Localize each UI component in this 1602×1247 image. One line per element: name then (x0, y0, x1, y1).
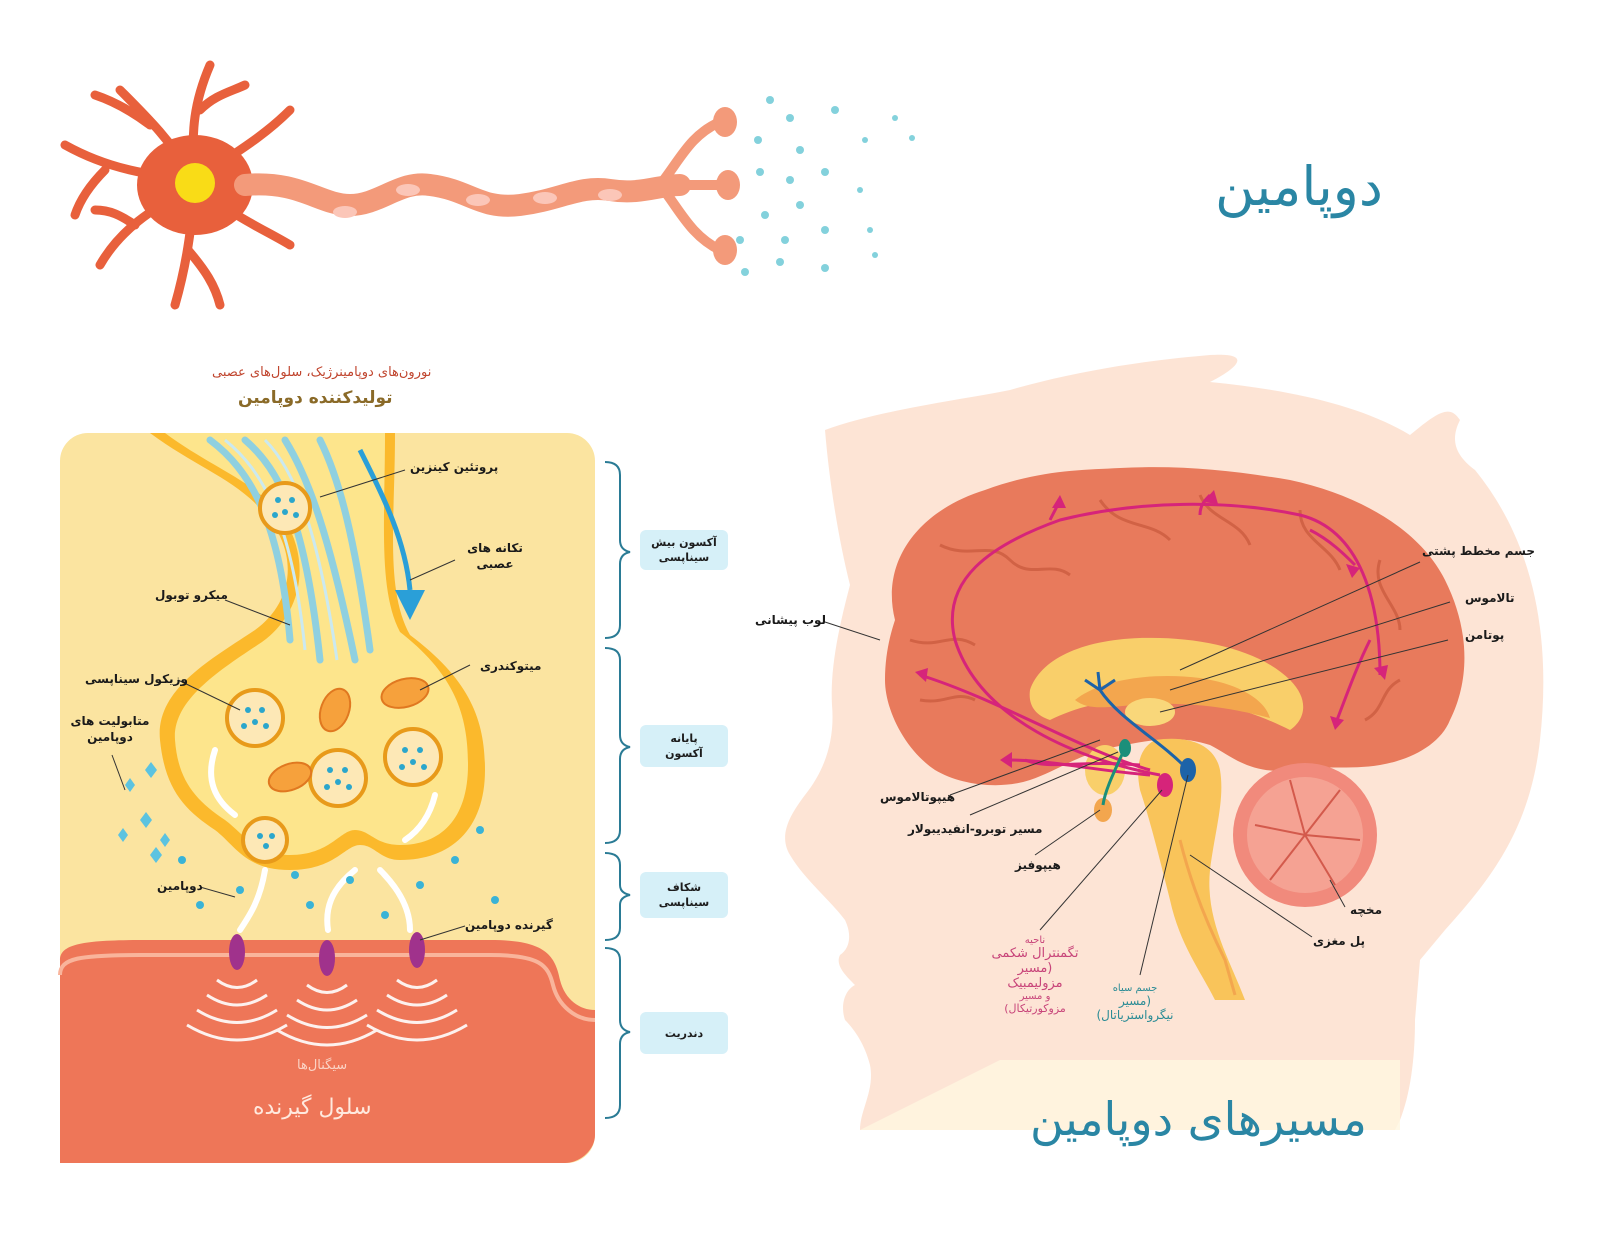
sn-line1: جسم سیاه (1112, 983, 1158, 994)
sn-line3: نیگرواستریاتال) (1096, 1008, 1174, 1022)
head-brain-illustration (785, 354, 1544, 1130)
label-pons: پل مغزی (1313, 934, 1366, 948)
main-title: دوپامین (1215, 155, 1383, 218)
neuron-caption-line1: نورون‌های دوپامینرژیک، سلول‌های عصبی (212, 365, 432, 380)
label-vta: ناحیه تگمنترال شکمی (مسیر مزولیمبیک و مس… (985, 935, 1085, 1015)
label-tuberoinfundibular: مسیر توبرو-انفیدیبولار (908, 822, 1043, 836)
box-axon-terminal: پایانه آکسون (640, 725, 728, 767)
label-vesicle: وزیکول سیناپسی (85, 672, 188, 686)
label-metabolites: متابولیت های دوپامین (70, 714, 150, 744)
label-impulses: تکانه های عصبی (467, 541, 523, 571)
vta-line3: (مسیر (1017, 961, 1053, 976)
synapse-panel (58, 433, 596, 1163)
label-putamen: پوتامن (1465, 628, 1505, 642)
label-frontal-lobe: لوب پیشانی (755, 613, 827, 627)
vta-line6: مزوکورتیکال) (1004, 1002, 1066, 1015)
vta-line5: و مسیر (1019, 991, 1051, 1002)
box-presynaptic-axon: آکسون بیش سیناپسی (640, 530, 728, 570)
neuron-illustration (60, 60, 915, 310)
label-thalamus: تالاموس (1465, 591, 1515, 605)
label-signals: سیگنال‌ها (297, 1058, 348, 1073)
label-hypothalamus: هیپوتالاموس (880, 790, 956, 804)
vta-line2: تگمنترال شکمی (991, 946, 1079, 961)
pathways-title: مسیرهای دوپامین (1030, 1092, 1367, 1146)
side-bracket (604, 461, 631, 1119)
vta-line1: ناحیه (1024, 935, 1046, 946)
box-synaptic-cleft: شکاف سیناپسی (640, 872, 728, 918)
label-receptor: گیرنده دوپامین (465, 918, 553, 932)
label-dorsal-striatum: جسم مخطط پشتی (1422, 544, 1535, 558)
box-dendrite: دندریت (640, 1012, 728, 1054)
label-cerebellum: مخچه (1350, 903, 1383, 917)
label-dopamine: دوپامین (157, 879, 203, 893)
label-pituitary: هیپوفیز (1015, 858, 1061, 872)
vta-line4: مزولیمبیک (1007, 976, 1063, 991)
neuron-caption-line2: تولیدکننده دوپامین (238, 388, 393, 408)
label-kinesin: پروتئین کینزین (410, 460, 499, 474)
sn-line2: (مسیر (1118, 994, 1152, 1008)
label-substantia-nigra: جسم سیاه (مسیر نیگرواستریاتال) (1090, 983, 1180, 1022)
label-microtubule: میکرو توبول (155, 588, 228, 602)
receiving-cell (60, 940, 595, 1163)
label-receiving-cell: سلول گیرنده (253, 1095, 372, 1120)
label-mitochondria: میتوکندری (480, 659, 542, 673)
